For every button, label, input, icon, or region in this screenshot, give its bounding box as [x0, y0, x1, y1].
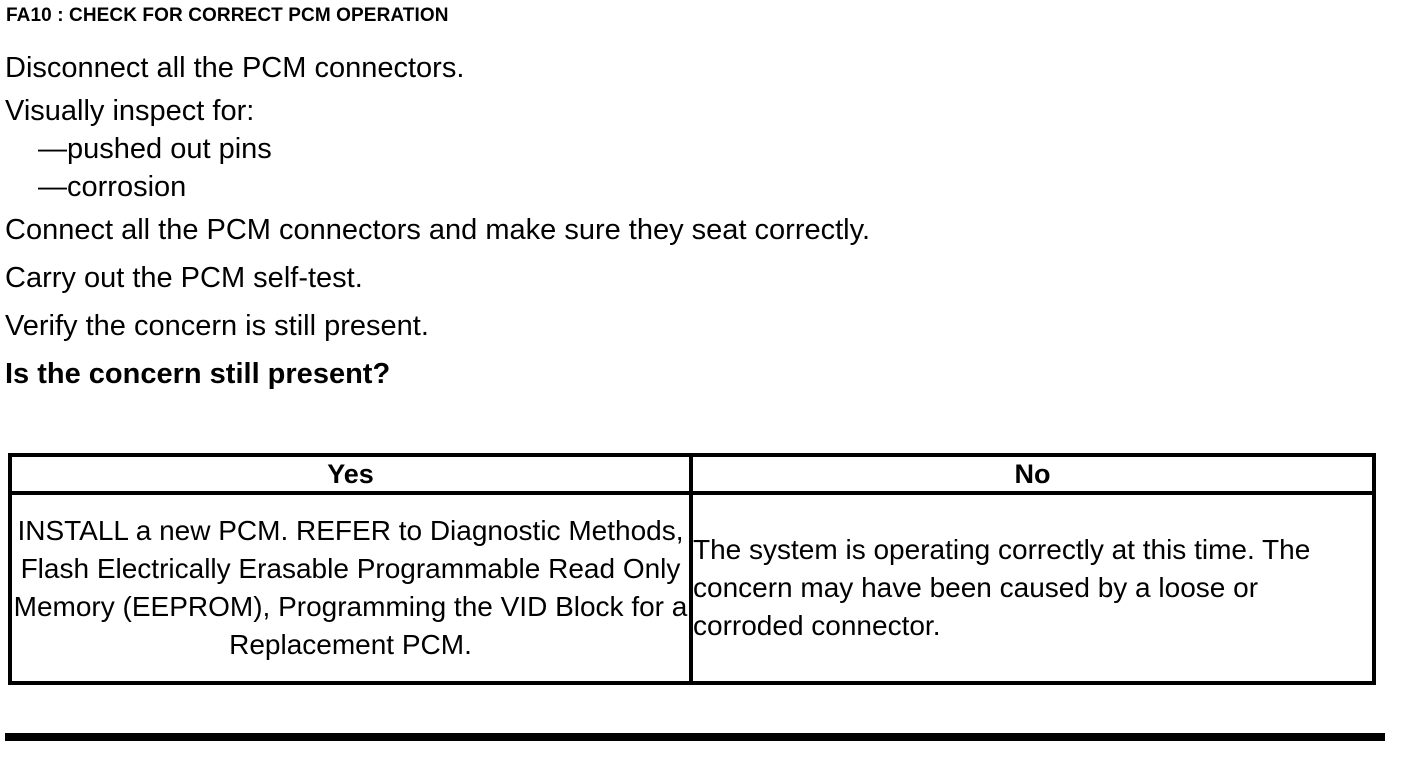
page-title: FA10 : CHECK FOR CORRECT PCM OPERATION	[6, 5, 449, 26]
step-line-self-test: Carry out the PCM self-test.	[5, 262, 363, 294]
cell-yes-action: INSTALL a new PCM. REFER to Diagnostic M…	[8, 491, 693, 685]
decision-table: Yes No INSTALL a new PCM. REFER to Diagn…	[8, 453, 1376, 685]
step-line-visually-inspect: Visually inspect for:	[5, 95, 255, 127]
procedure-steps: Disconnect all the PCM connectors. Visua…	[5, 44, 1345, 398]
column-header-yes: Yes	[8, 453, 693, 495]
step-line-connect: Connect all the PCM connectors and make …	[5, 214, 871, 246]
step-line-disconnect: Disconnect all the PCM connectors.	[5, 52, 465, 84]
cell-no-action: The system is operating correctly at thi…	[689, 491, 1376, 685]
table-header-row: Yes No	[8, 453, 1376, 495]
column-header-no: No	[689, 453, 1376, 495]
step-line-pushed-out-pins: —pushed out pins	[38, 133, 272, 165]
step-line-question: Is the concern still present?	[5, 358, 391, 390]
table-row: INSTALL a new PCM. REFER to Diagnostic M…	[8, 491, 1376, 685]
step-line-corrosion: —corrosion	[38, 171, 187, 203]
step-line-verify: Verify the concern is still present.	[5, 310, 429, 342]
page-footer-rule	[5, 733, 1385, 741]
